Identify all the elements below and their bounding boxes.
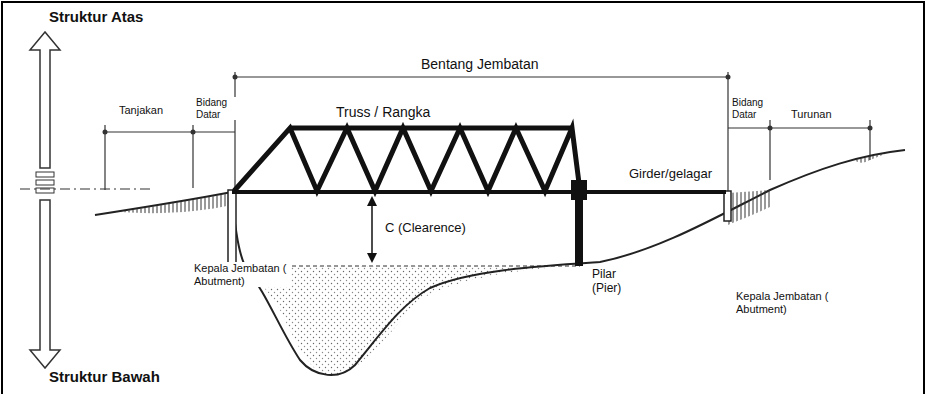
structure-label: Struktur Atas bbox=[48, 8, 144, 25]
span-label: Bentang Jembatan bbox=[420, 56, 540, 72]
abutment-label: Kepala Jembatan ( Abutment) bbox=[193, 262, 291, 287]
flat-label: Bidang Datar bbox=[731, 97, 773, 120]
structure-label: Struktur Bawah bbox=[48, 368, 161, 385]
girder-label: Girder/gelagar bbox=[628, 167, 713, 182]
abutment-label: Kepala Jembatan ( Abutment) bbox=[735, 290, 833, 315]
descent-label: Turunan bbox=[790, 108, 833, 121]
flat-label: Bidang Datar bbox=[195, 97, 237, 120]
ramp-label: Tanjakan bbox=[118, 104, 164, 117]
truss-label: Truss / Rangka bbox=[335, 104, 431, 120]
clearance-label: C (Clearence) bbox=[384, 221, 467, 236]
pier-label: Pilar (Pier) bbox=[591, 268, 645, 296]
